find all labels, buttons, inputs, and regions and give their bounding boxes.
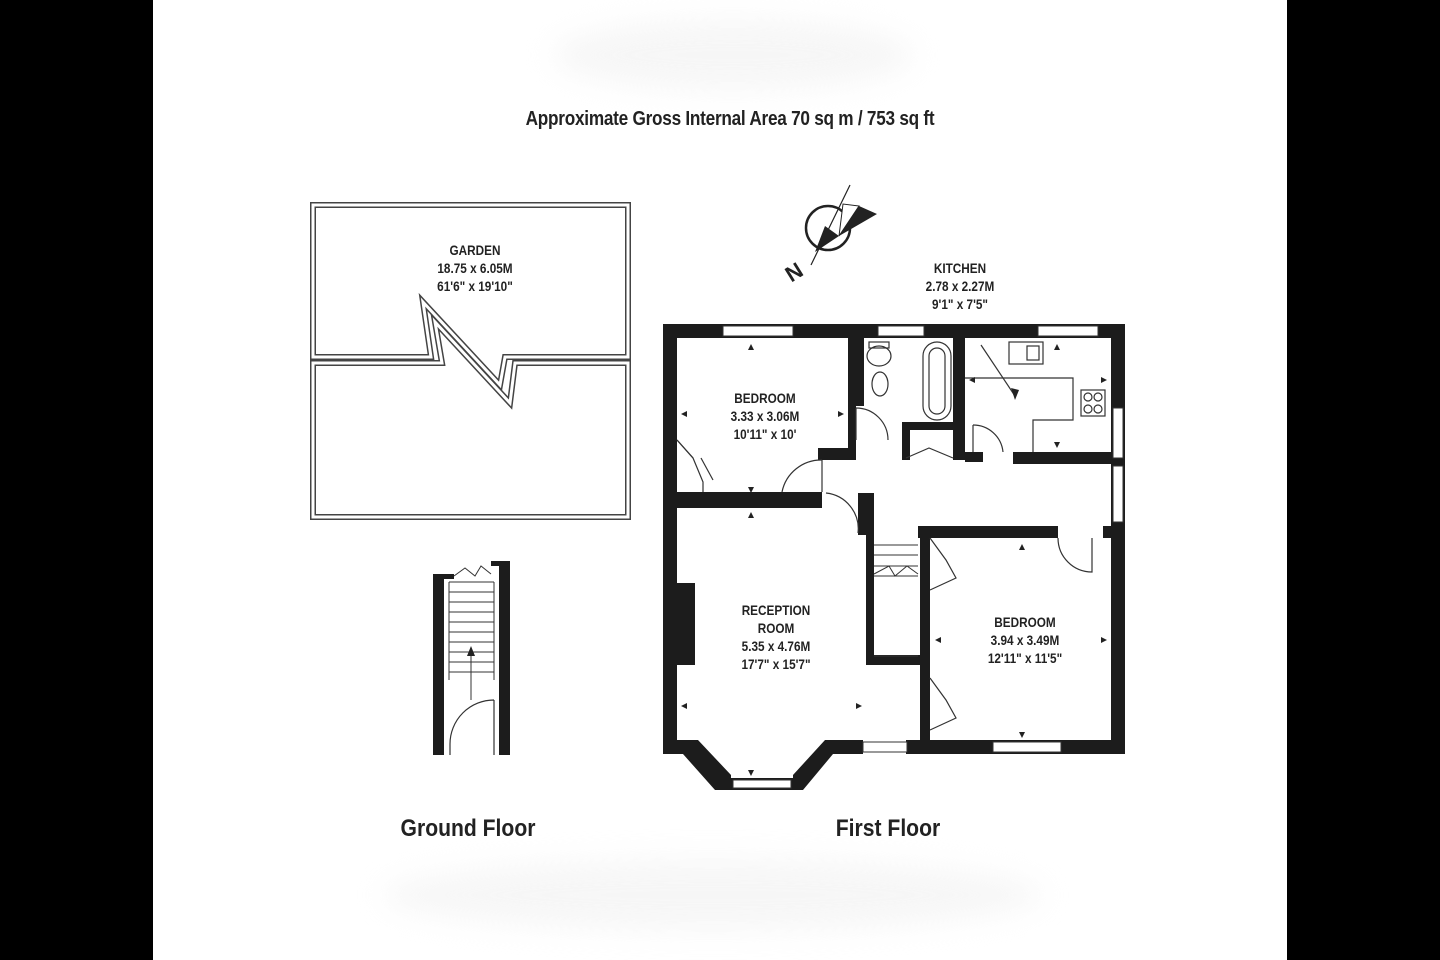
bedroom-2-imperial: 12'11" x 11'5": [987, 650, 1063, 666]
floorplan-viewer: N Approximate Gross Internal Area 70 sq …: [153, 0, 1287, 960]
watermark-smudge-top: [553, 20, 913, 90]
dimension-ticks: [681, 344, 1107, 776]
room-label-bedroom-1: BEDROOM 3.33 x 3.06M 10'11" x 10': [689, 389, 840, 443]
reception-name: RECEPTION: [741, 602, 811, 618]
garden-imperial: 61'6" x 19'10": [437, 278, 513, 294]
first-floor-stair: [873, 544, 919, 657]
ground-floor-label: Ground Floor: [400, 815, 536, 842]
compass-icon: [804, 184, 877, 266]
kitchen-imperial: 9'1" x 7'5": [932, 296, 988, 312]
reception-metric: 5.35 x 4.76M: [741, 638, 811, 654]
kitchen-arrow: [1011, 388, 1019, 400]
bedroom-1-imperial: 10'11" x 10': [733, 426, 797, 442]
bedroom-2-metric: 3.94 x 3.49M: [990, 632, 1060, 648]
reception-imperial: 17'7" x 15'7": [741, 656, 811, 672]
area-title: Approximate Gross Internal Area 70 sq m …: [525, 108, 935, 130]
watermark-smudge-bottom: [383, 860, 1043, 930]
kitchen-name: KITCHEN: [933, 260, 987, 276]
floorplan-drawing: N: [310, 184, 1125, 790]
bedroom-2-name: BEDROOM: [994, 614, 1056, 630]
compass-label: N: [781, 257, 808, 287]
garden-name: GARDEN: [449, 242, 501, 258]
bathroom-fixtures: [866, 341, 952, 421]
kitchen-metric: 2.78 x 2.27M: [925, 278, 995, 294]
windows: [722, 325, 1124, 789]
room-label-garden: GARDEN 18.75 x 6.05M 61'6" x 19'10": [399, 241, 550, 295]
room-label-reception: RECEPTION ROOM 5.35 x 4.76M 17'7" x 15'7…: [700, 601, 851, 673]
kitchen-fixtures: [965, 341, 1106, 452]
bedroom-1-metric: 3.33 x 3.06M: [730, 408, 800, 424]
door-swings: [676, 407, 1093, 731]
bedroom-1-name: BEDROOM: [734, 390, 796, 406]
room-label-bedroom-2: BEDROOM 3.94 x 3.49M 12'11" x 11'5": [949, 613, 1100, 667]
first-floor-label: First Floor: [835, 815, 941, 842]
garden-metric: 18.75 x 6.05M: [437, 260, 513, 276]
reception-name-2: ROOM: [757, 620, 795, 636]
room-label-kitchen: KITCHEN 2.78 x 2.27M 9'1" x 7'5": [884, 259, 1035, 313]
garden-outline: [310, 202, 631, 520]
ground-floor-stair: [433, 561, 510, 755]
